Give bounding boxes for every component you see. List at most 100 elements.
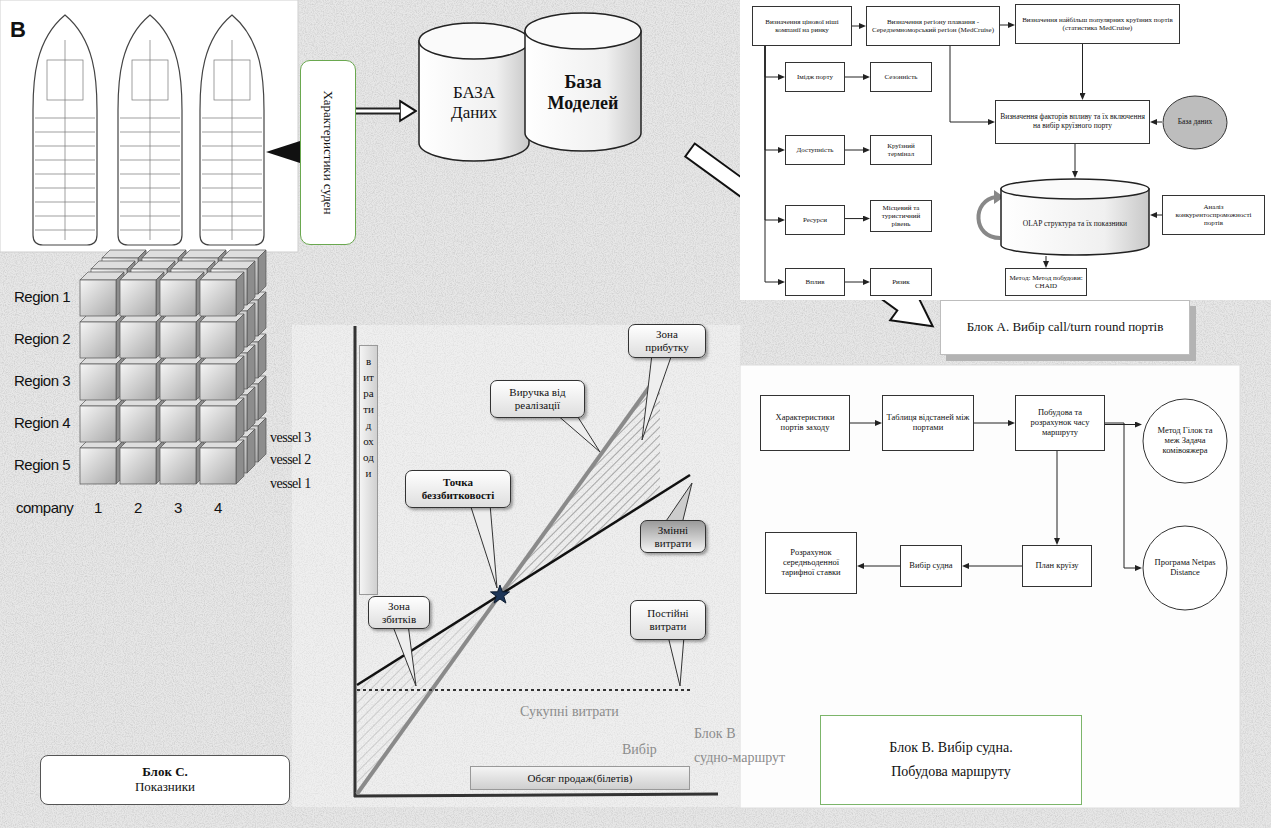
faded-note: Сукупні витрати [520, 704, 619, 719]
olap-cell [120, 356, 164, 400]
node-text: Характеристики портів заходу [764, 413, 846, 433]
node-text: Імідж порту [797, 73, 833, 81]
ship-plan-line [35, 216, 95, 217]
dimension-label: 4 [214, 500, 222, 517]
process-box: Визначення факторів впливу та їх включен… [995, 100, 1150, 144]
connector [974, 423, 1008, 424]
node-text: База Моделей [537, 72, 629, 113]
olap-cell [200, 272, 244, 316]
connector [1075, 144, 1076, 171]
y-axis [354, 326, 357, 797]
ship-plan-line [65, 40, 66, 240]
ship-hull [200, 15, 264, 245]
node-text: Метод: Метод побудови: CHAID [1009, 274, 1083, 290]
node-text: Характеристики суден [321, 90, 336, 214]
cube-side [258, 334, 266, 378]
cube-side [247, 261, 255, 305]
cube-side [236, 398, 244, 442]
ship-plan-line [35, 146, 95, 147]
cube-front [200, 322, 236, 358]
factor-box: Імідж порту [785, 62, 845, 92]
dimension-label: Region 1 [14, 289, 70, 306]
ship-plan-line [35, 118, 95, 119]
break-even-star-shape [491, 585, 510, 603]
block-b-panel [740, 365, 1240, 808]
break-even-chart [354, 326, 718, 797]
connector [845, 150, 863, 151]
ship-plan-line [120, 132, 180, 133]
node-text: База даних [1178, 118, 1213, 127]
ship-plan-line [202, 118, 262, 119]
cube-front [120, 406, 156, 442]
chart-callout: Зона прибутку [628, 324, 706, 358]
ship-plan-line [202, 202, 262, 203]
factor-box: Вплив [785, 268, 845, 296]
cylinder-top [419, 23, 529, 59]
cube-side [236, 314, 244, 358]
callout-tail [470, 504, 497, 588]
ship-plan-line [120, 174, 180, 175]
ship-drawing [0, 0, 298, 252]
ship-plan-line [202, 188, 262, 189]
connector [356, 108, 400, 115]
block-caption: Блок С.Показники [40, 755, 290, 805]
ship-plan-line [202, 160, 262, 161]
olap-cell [80, 398, 124, 442]
cube-side [236, 272, 244, 316]
cylinder-top [525, 13, 641, 49]
connector [765, 46, 778, 77]
node-text: Змінні витрати [646, 524, 700, 549]
cube-front [160, 448, 196, 484]
olap-cell [200, 314, 244, 358]
ship-plan-line [35, 132, 95, 133]
node-text: Програма Netpas Distance [1154, 558, 1216, 578]
connector [1082, 44, 1083, 93]
factor-box: Сезонність [870, 62, 932, 92]
chart-panel [292, 325, 740, 807]
olap-cell [160, 440, 204, 484]
cube-front [160, 364, 196, 400]
connector [765, 46, 778, 150]
olap-cylinder: OLAP структура та їх показники [1000, 178, 1150, 256]
ship-plan-line [35, 202, 95, 203]
ship-plan-lines [35, 40, 262, 240]
cube-front [120, 280, 156, 316]
dimension-label: Region 2 [14, 331, 70, 348]
callout-tail [556, 414, 600, 452]
cube-front [80, 280, 116, 316]
connector [845, 282, 863, 283]
olap-cell [120, 272, 164, 316]
cube-side [247, 303, 255, 347]
factor-box: Ресурси [785, 205, 845, 235]
callout-tail [664, 483, 692, 524]
callout-tail [642, 354, 672, 440]
ship-plan-line [35, 174, 95, 175]
node-text: Побудова та розрахунок часу маршруту [1019, 408, 1101, 437]
cube-front [200, 364, 236, 400]
node-text: Ресурси [803, 216, 827, 224]
ship-plan-line [120, 146, 180, 147]
ship-plan-line [232, 40, 233, 240]
ship-plan-line [120, 160, 180, 161]
node-text: Блок В. Вибір судна. [889, 740, 1012, 756]
connector [1057, 451, 1058, 538]
node-text: Визначення факторів впливу та їх включен… [999, 113, 1146, 130]
node-text: Метод Гілок та меж Задача комівояжера [1154, 426, 1216, 455]
ship-plan-line [35, 188, 95, 189]
dimension-label: vessel 1 [270, 476, 311, 491]
process-box: Побудова та розрахунок часу маршруту [1015, 395, 1105, 451]
node-text: Аналіз конкурентоспроможності портів [1166, 203, 1261, 227]
cube-front [200, 406, 236, 442]
process-box: Визначення цінової ніші компанії на ринк… [752, 6, 852, 46]
break-even-star [491, 585, 510, 603]
olap-cell [160, 272, 204, 316]
callout-tail [668, 636, 684, 686]
connector [1046, 256, 1047, 261]
node-text: Зона збитків [374, 600, 424, 625]
olap-cell [120, 314, 164, 358]
process-box: Характеристики портів заходу [760, 395, 850, 451]
process-box: Таблиця відстаней між портами [882, 395, 974, 451]
factor-box: Місцевий та туристичний рівень [870, 200, 932, 232]
connector [845, 77, 863, 78]
ship-plan-line [120, 216, 180, 217]
